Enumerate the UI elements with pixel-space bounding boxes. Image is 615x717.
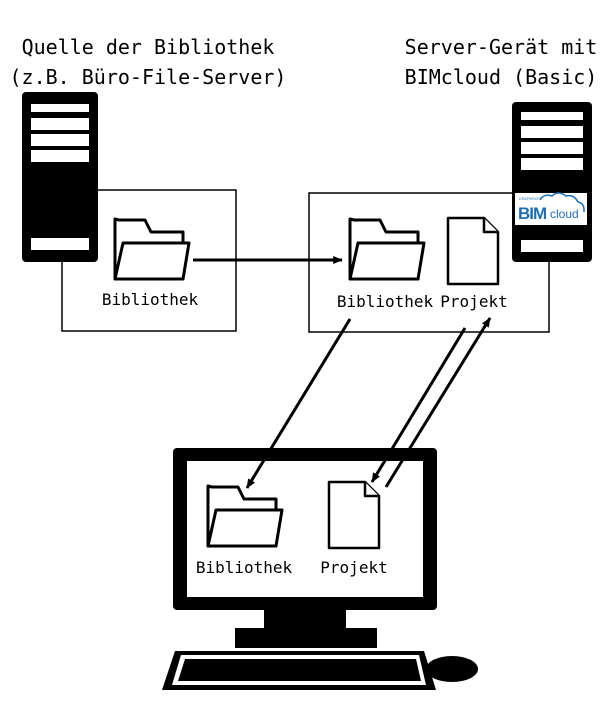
source-title-line2: (z.B. Büro-File-Server) bbox=[9, 65, 287, 89]
desktop-computer-icon bbox=[173, 448, 437, 648]
keyboard-icon bbox=[162, 651, 436, 690]
logo-cloud-text: cloud bbox=[550, 207, 579, 221]
source-server-icon bbox=[22, 92, 98, 262]
folder-icon bbox=[206, 484, 284, 548]
arrow-workstation-project-to-server bbox=[384, 317, 492, 488]
folder-icon bbox=[113, 217, 191, 281]
source-title: Quelle der Bibliothek (z.B. Büro-File-Se… bbox=[8, 32, 288, 92]
workstation-folder-label: Bibliothek bbox=[195, 558, 293, 577]
document-icon bbox=[327, 480, 381, 550]
mouse-icon bbox=[426, 656, 478, 682]
source-folder-label: Bibliothek bbox=[101, 290, 199, 309]
document-icon bbox=[446, 216, 500, 286]
server-title: Server-Gerät mit BIMcloud (Basic) bbox=[390, 32, 612, 92]
bimcloud-logo: GRAPHISOFT BIM cloud bbox=[515, 192, 587, 225]
source-title-line1: Quelle der Bibliothek bbox=[21, 35, 275, 59]
folder-icon bbox=[348, 217, 426, 281]
arrow-server-project-to-workstation bbox=[370, 327, 467, 483]
logo-small-text: GRAPHISOFT bbox=[519, 197, 543, 201]
logo-bim-text: BIM bbox=[518, 204, 547, 223]
server-file-label: Projekt bbox=[440, 292, 508, 311]
server-title-line1: Server-Gerät mit bbox=[404, 35, 598, 59]
server-title-line2: BIMcloud (Basic) bbox=[404, 65, 598, 89]
bimcloud-server-icon: GRAPHISOFT BIM cloud bbox=[512, 102, 592, 262]
workstation-file-label: Projekt bbox=[320, 558, 388, 577]
server-folder-label: Bibliothek bbox=[336, 292, 434, 311]
arrow-server-library-to-workstation bbox=[245, 318, 352, 489]
